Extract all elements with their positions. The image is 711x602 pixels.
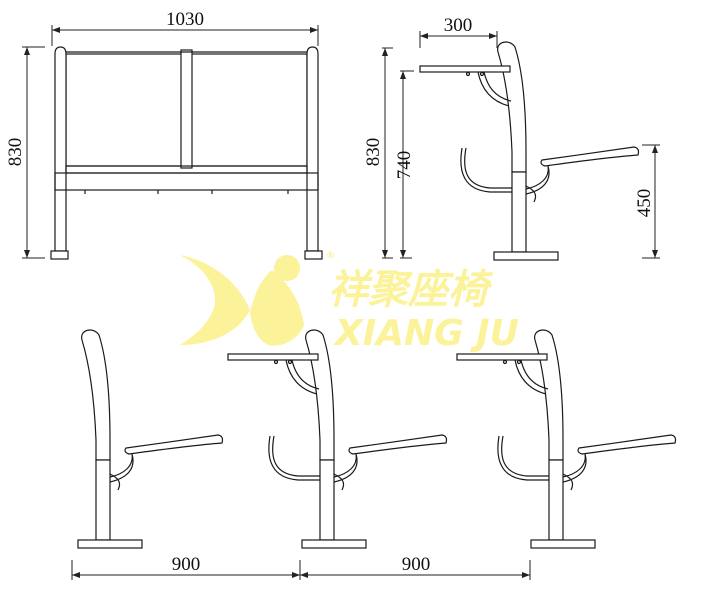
seat-height-label: 450 xyxy=(634,189,655,218)
chair-first-row xyxy=(77,329,224,549)
side-view: 300 830 740 450 xyxy=(363,15,660,261)
side-height-label: 830 xyxy=(363,138,384,167)
desk-height-label: 740 xyxy=(394,151,415,180)
chair-with-desk-1 xyxy=(227,329,448,549)
watermark: ® 祥聚座椅 XIANG JU xyxy=(180,251,519,354)
registered-mark: ® xyxy=(326,251,335,261)
brand-logo-dot-icon xyxy=(274,255,300,281)
front-view: 1030 830 xyxy=(5,9,323,260)
brand-name-en: XIANG JU xyxy=(333,313,519,354)
row-spacing-label: 900 xyxy=(402,554,431,575)
chair-with-desk-2 xyxy=(456,329,677,549)
brand-name-cn: 祥聚座椅 xyxy=(328,267,494,313)
row-spacing-label: 900 xyxy=(172,554,201,575)
desk-depth-label: 300 xyxy=(444,15,473,36)
width-dimension-label: 1030 xyxy=(166,9,204,30)
height-dimension-label: 830 xyxy=(5,138,26,167)
row-view: 900 900 xyxy=(71,329,677,580)
brand-logo-icon xyxy=(180,255,304,346)
